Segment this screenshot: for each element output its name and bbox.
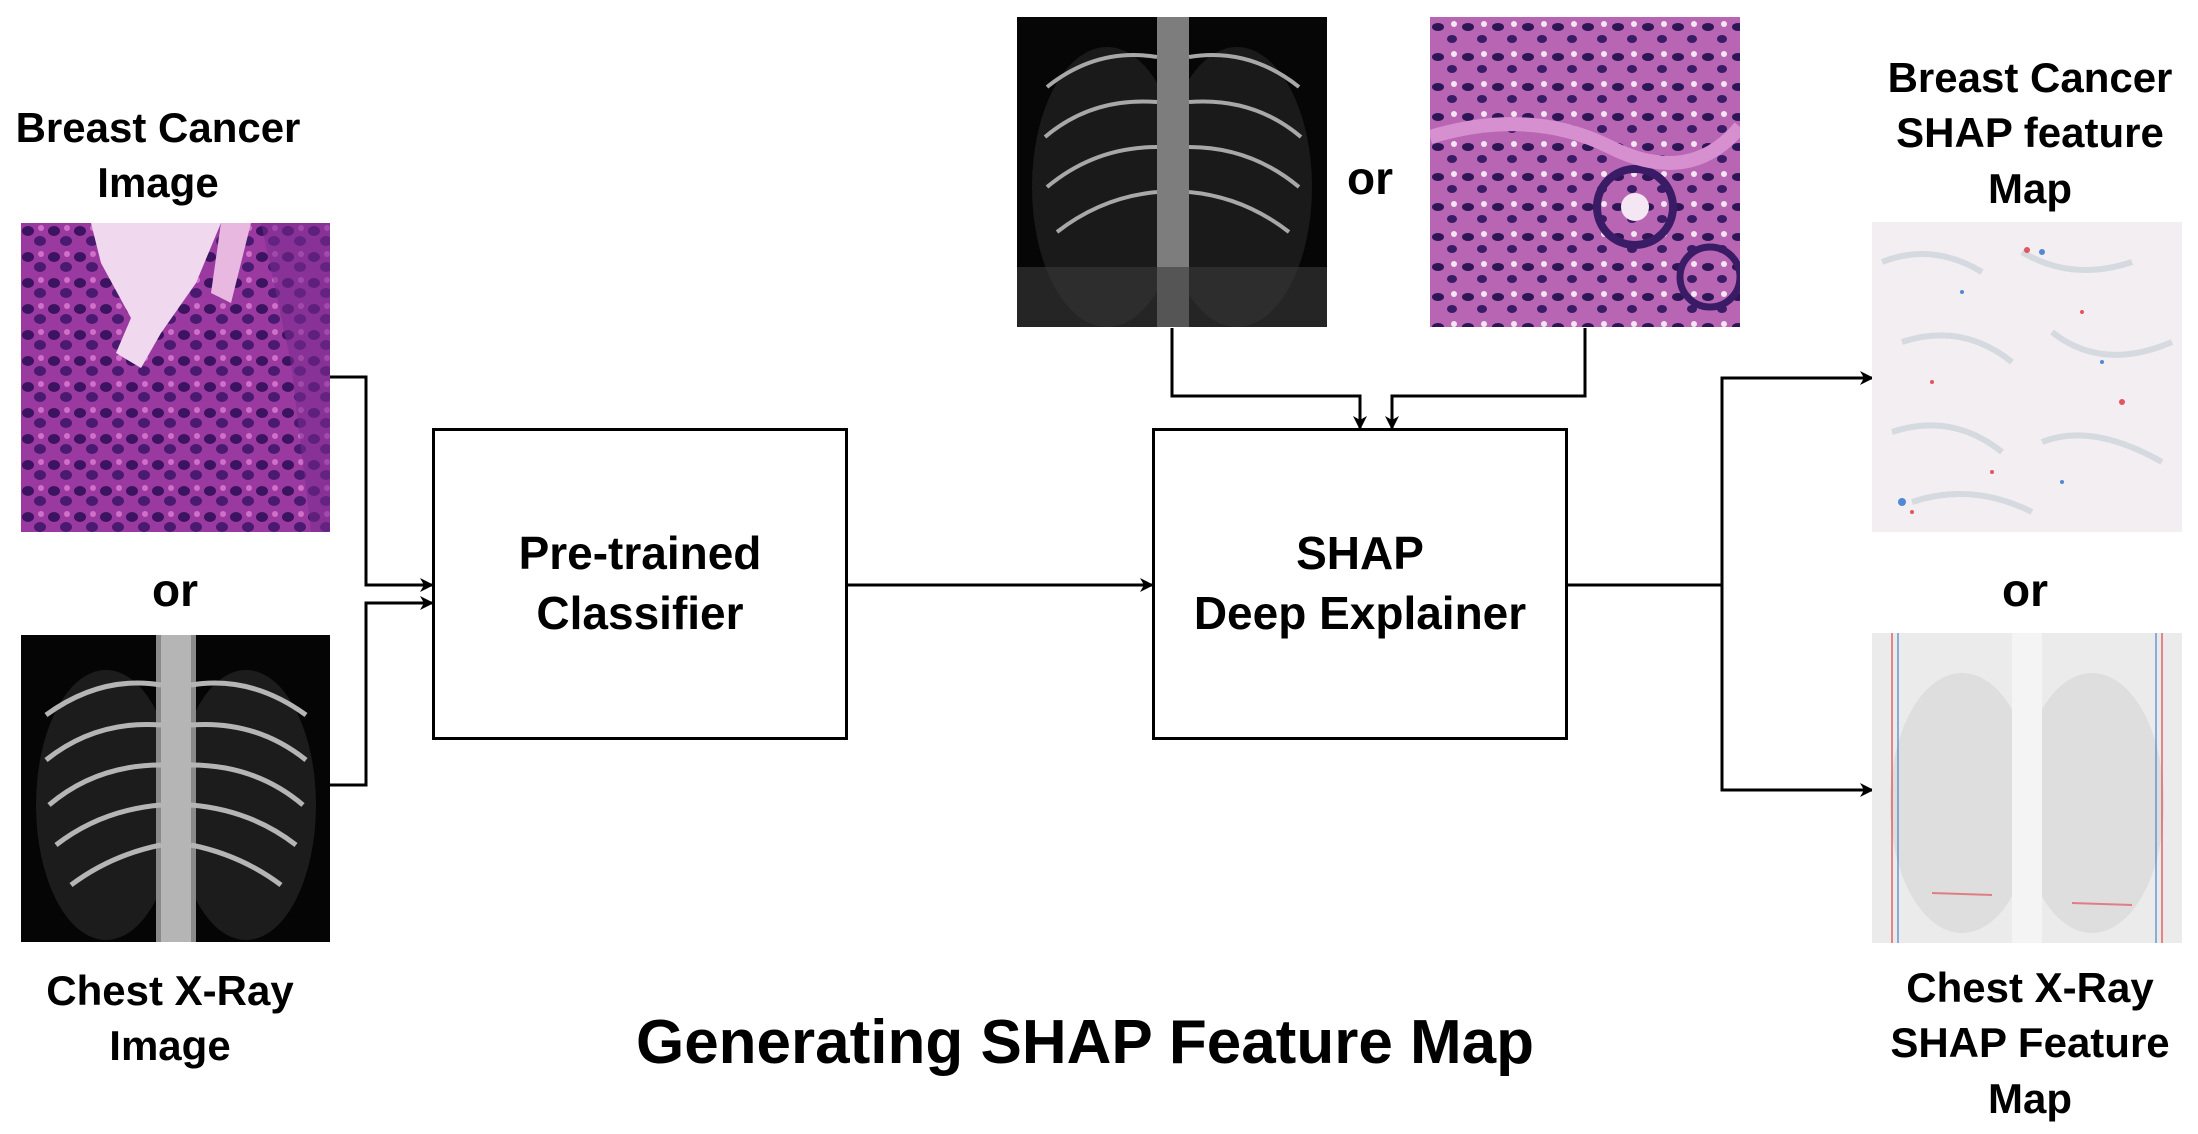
breast-cancer-shap-feature-map [1872,222,2182,532]
figure-title: Generating SHAP Feature Map [635,1008,1535,1077]
breast-input-connector [330,375,434,592]
chest-input-connector [330,596,434,787]
chest-xray-image-label: Chest X-Ray Image [46,967,294,1070]
shap-deep-explainer-box: SHAP Deep Explainer [1152,428,1568,740]
output-or-label: or [2002,564,2048,616]
pretrained-classifier-label: Pre-trained Classifier [518,527,762,639]
chest-xray-input-image [21,635,330,942]
background-xray-sample-image [1017,17,1327,327]
breast-cancer-shap-map-label: Breast Cancer SHAP feature Map [1887,54,2173,212]
chest-xray-shap-feature-map [1872,633,2182,943]
input-or-label: or [152,564,198,616]
chest-xray-shap-map-label: Chest X-Ray SHAP Feature Map [1890,964,2170,1122]
breast-cancer-image-label: Breast Cancer Image [15,104,301,207]
shap-deep-explainer-label: SHAP Deep Explainer [1193,527,1527,639]
xray-background-connector [1170,328,1367,430]
histology-background-connector [1385,328,1587,430]
pretrained-classifier-box: Pre-trained Classifier [432,428,848,740]
background-or-label: or [1347,152,1393,204]
breast-cancer-input-image [21,223,330,532]
output-breast-arrow [1720,371,1874,585]
background-histology-sample-image [1430,17,1740,327]
output-chest-arrow [1720,585,1874,797]
